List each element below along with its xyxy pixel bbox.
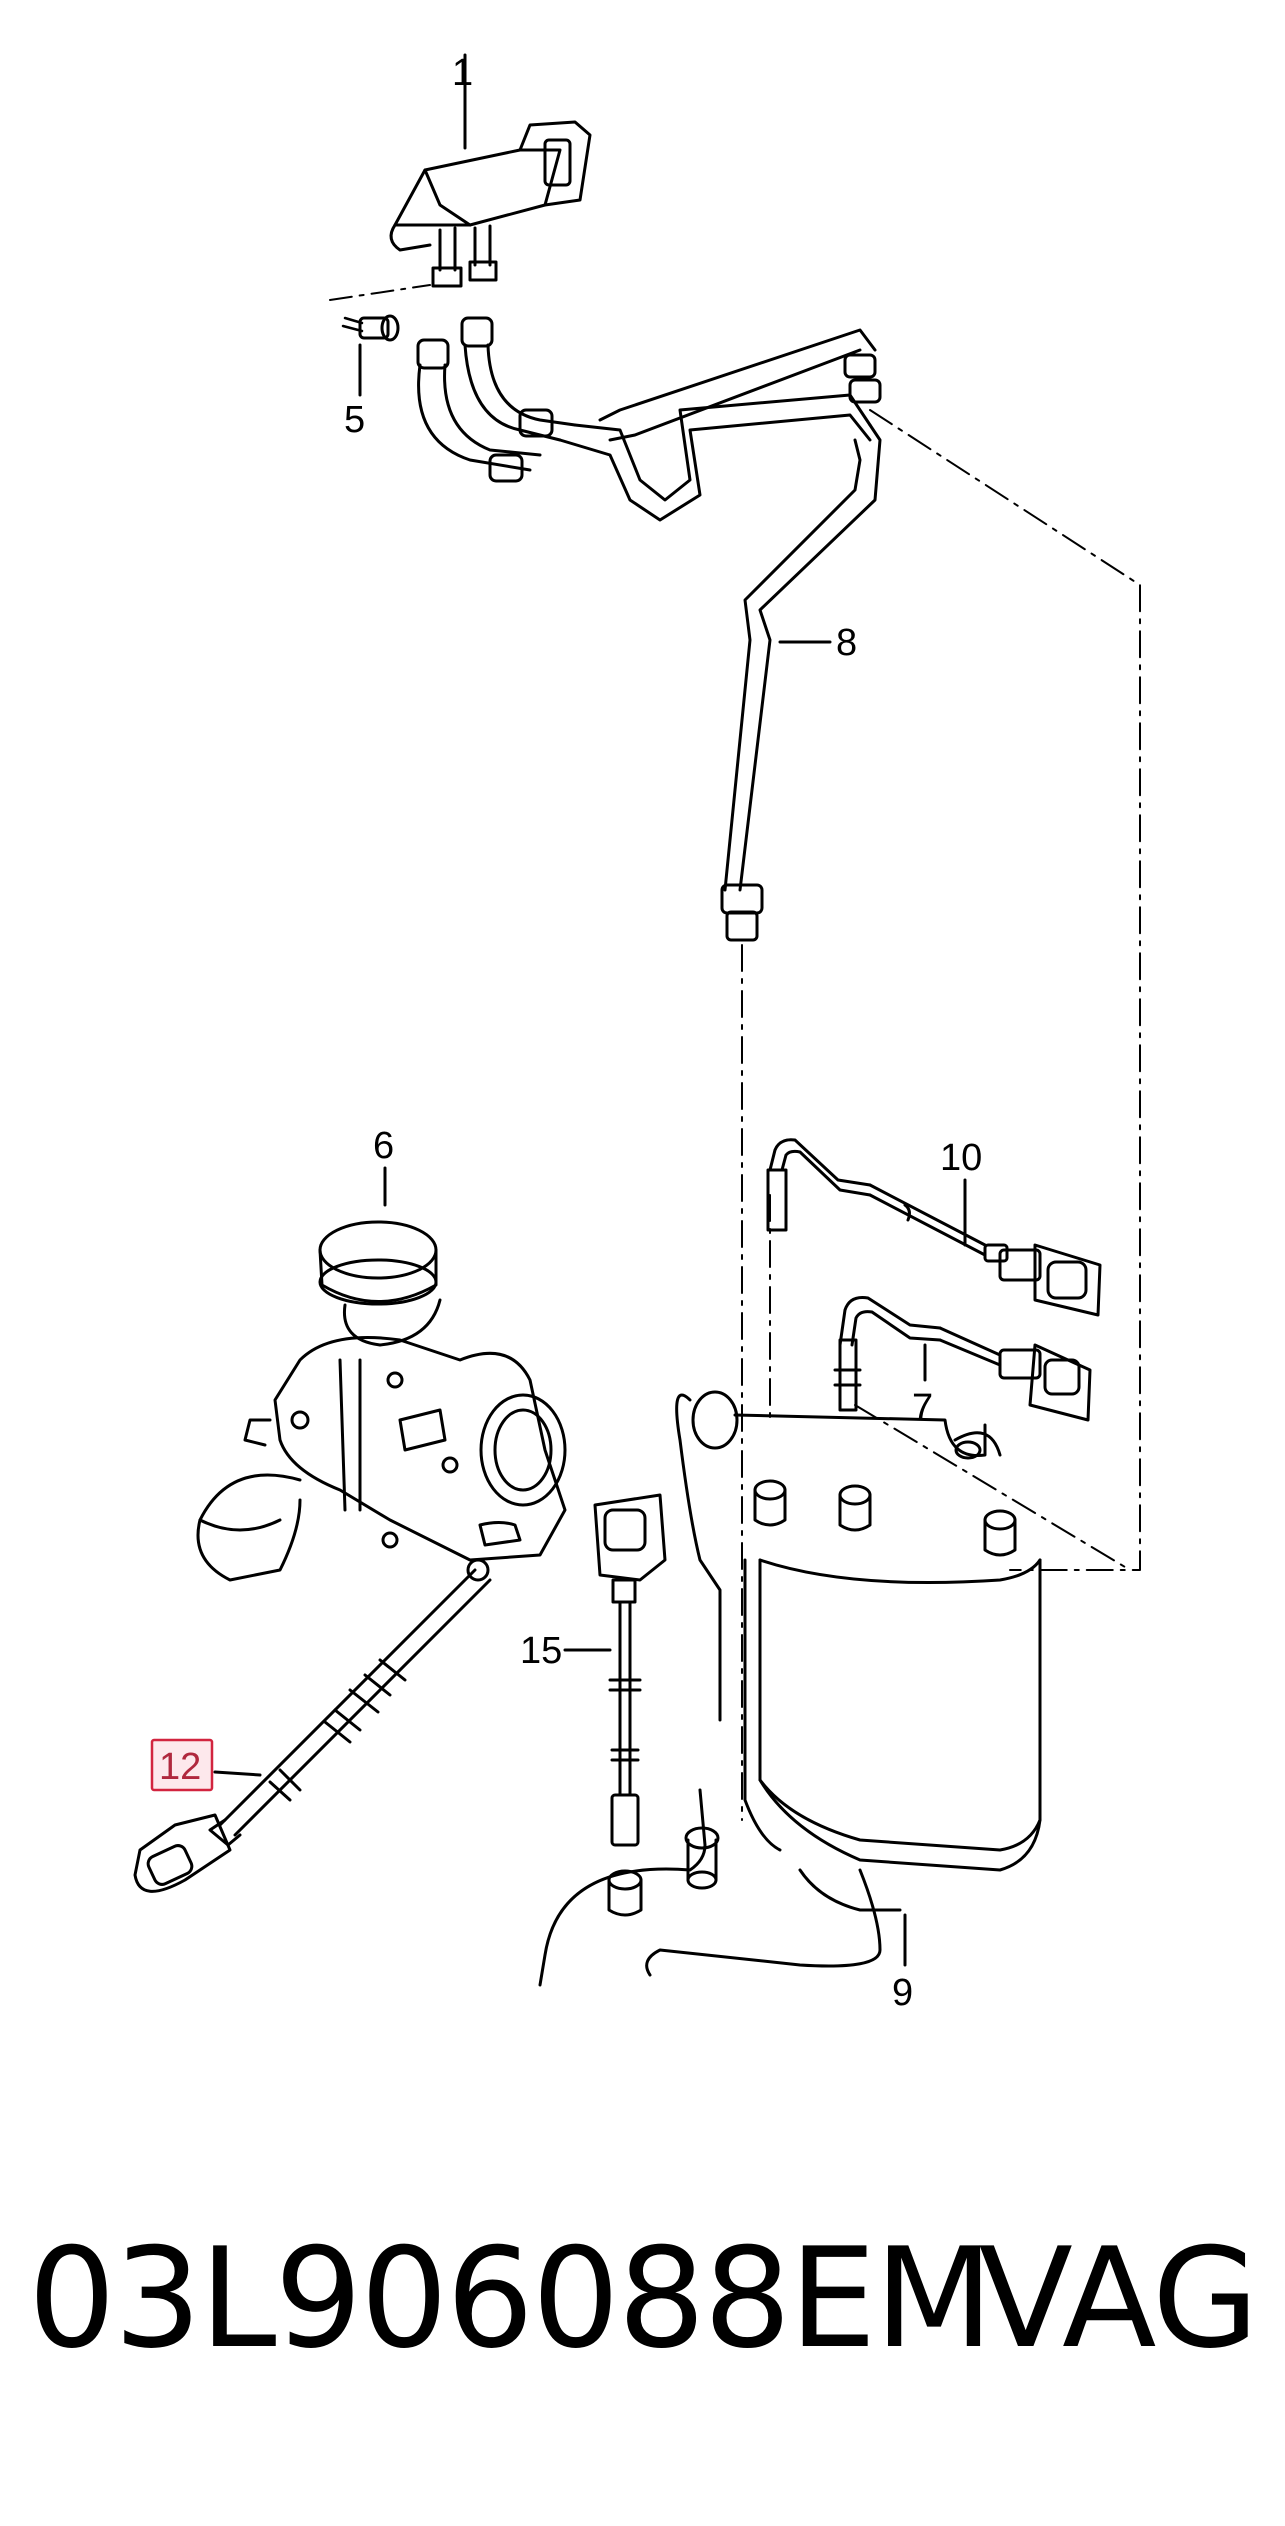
assembly-dash-line bbox=[329, 284, 431, 301]
callout-8: 8 bbox=[836, 622, 857, 664]
brand-label: VAG bbox=[978, 2218, 1259, 2379]
part-1-pressure-sensor bbox=[389, 120, 592, 288]
exploded-parts-diagram: 1 5 8 bbox=[133, 52, 1141, 2014]
callout-12-highlight bbox=[150, 1738, 214, 1792]
callout-7: 7 bbox=[912, 1387, 933, 1429]
part-number-label: 03L906088EM bbox=[28, 2218, 994, 2379]
leader-12 bbox=[213, 1770, 262, 1777]
callout-1: 1 bbox=[452, 52, 473, 94]
callout-5: 5 bbox=[344, 399, 365, 441]
callout-12: 12 bbox=[159, 1746, 201, 1788]
callout-9: 9 bbox=[892, 1972, 913, 2014]
callout-10: 10 bbox=[940, 1137, 982, 1179]
callout-6: 6 bbox=[373, 1125, 394, 1167]
part-12-exhaust-temperature-sensor bbox=[133, 1558, 492, 1893]
part-8-pressure-pipes bbox=[416, 316, 882, 942]
part-7-temperature-sender bbox=[833, 1296, 1092, 1422]
callout-15: 15 bbox=[520, 1630, 562, 1672]
part-9-particulate-filter bbox=[538, 1390, 1042, 1987]
part-10-temperature-sender bbox=[766, 1138, 1102, 1317]
part-15-sensor-cable bbox=[593, 1493, 667, 1917]
part-6-turbocharger bbox=[196, 1220, 567, 1582]
footer: 03L906088EM VAG bbox=[0, 2230, 1285, 2430]
part-5-screw bbox=[341, 314, 400, 342]
assembly-dash-lines bbox=[741, 409, 1141, 1821]
